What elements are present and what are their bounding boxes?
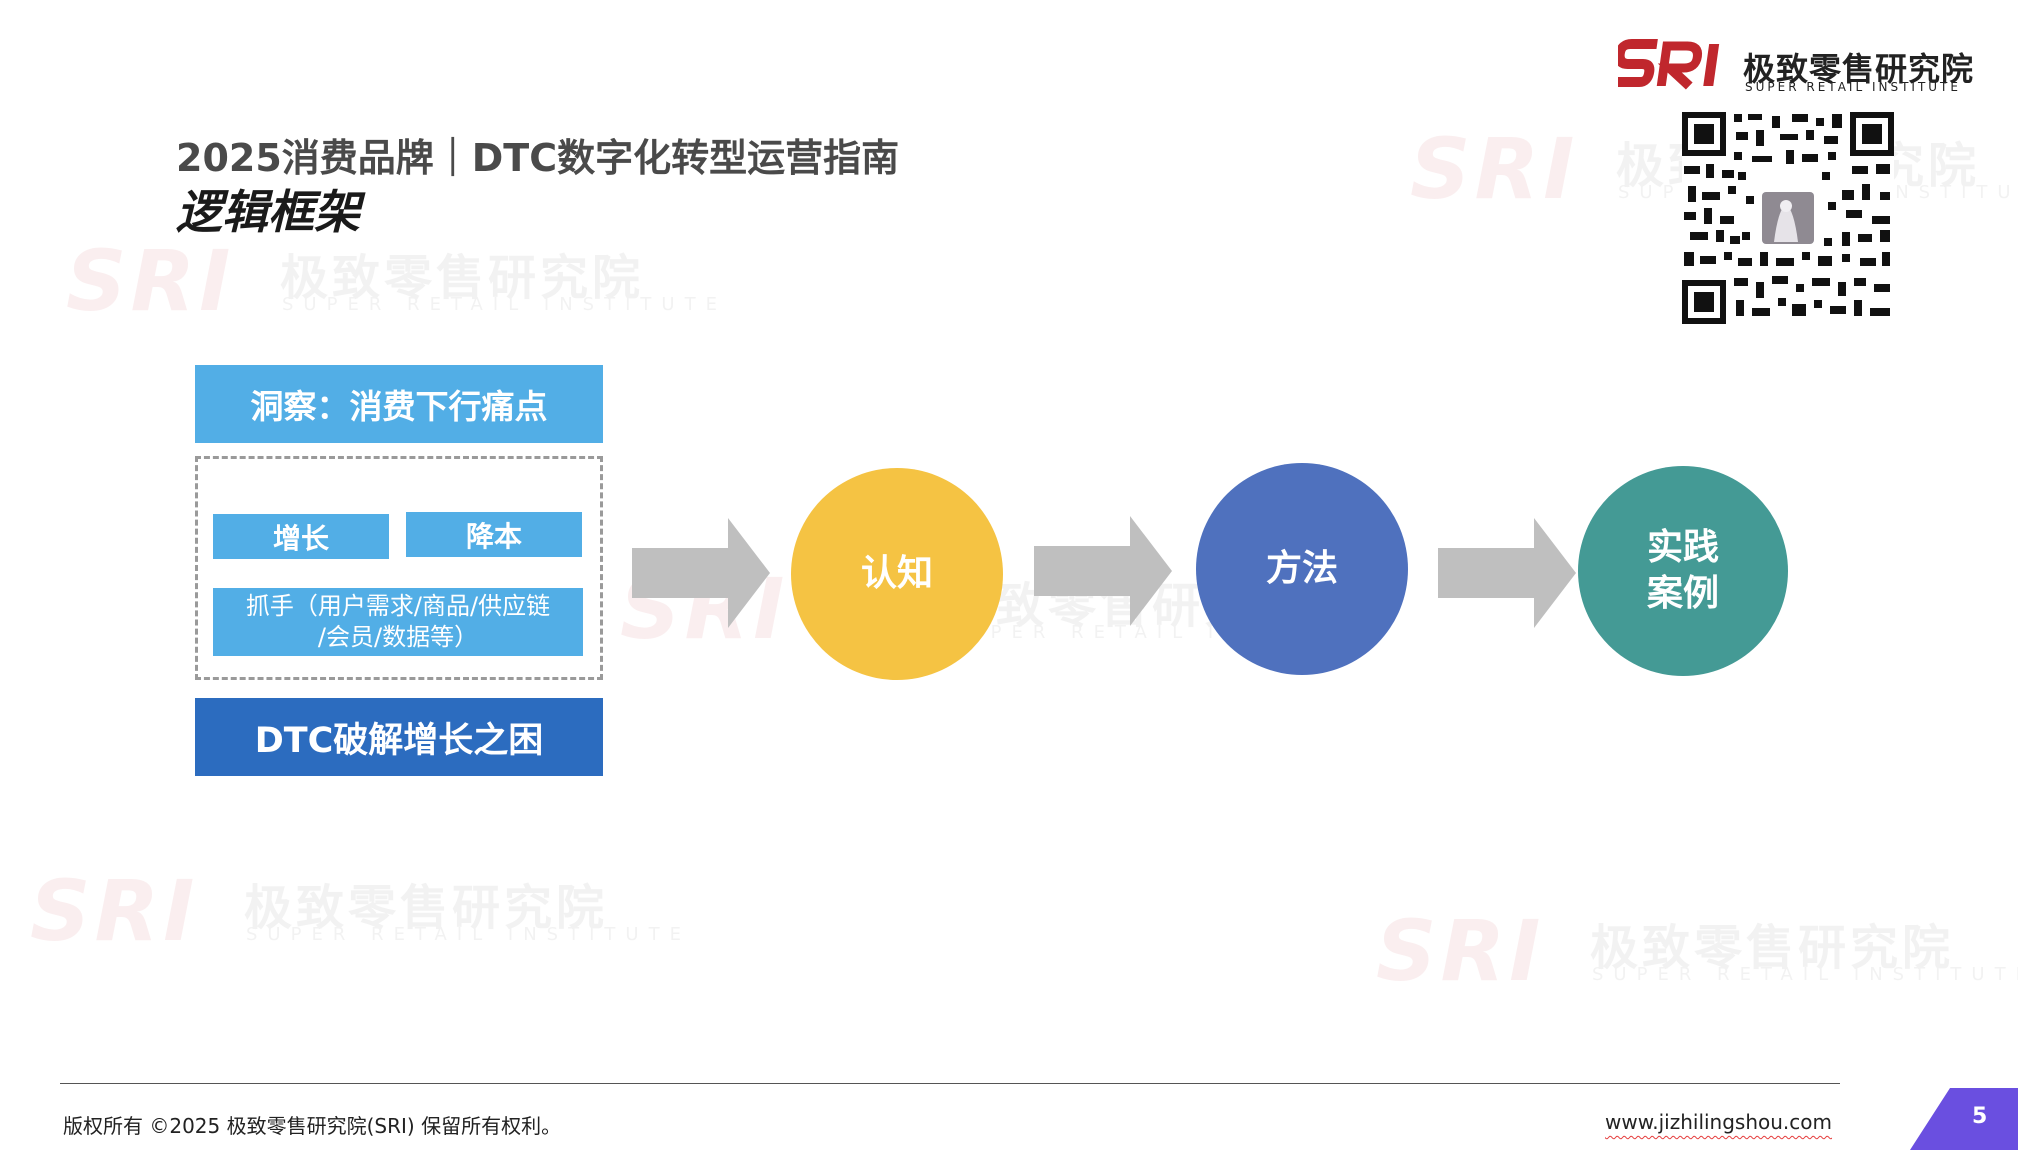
arrow-right-icon	[1034, 516, 1172, 626]
qr-code-icon	[1682, 112, 1894, 324]
watermark-cn: 极致零售研究院	[280, 250, 645, 306]
insight-box: 洞察：消费下行痛点	[195, 365, 603, 443]
watermark-en: SUPER RETAIL INSTITUTE	[1592, 964, 2018, 985]
arrow-right-icon	[632, 518, 770, 628]
copyright-text: 版权所有 ©2025 极致零售研究院(SRI) 保留所有权利。	[63, 1114, 562, 1138]
website-link[interactable]: www.jizhilingshou.com	[1605, 1110, 1833, 1134]
levers-box: 抓手（用户需求/商品/供应链 /会员/数据等）	[213, 588, 583, 656]
watermark-en: SUPER RETAIL INSTITUTE	[246, 924, 691, 945]
cognition-circle: 认知	[791, 468, 1003, 680]
arrow-right-icon	[1438, 518, 1576, 628]
levers-line-1: 抓手（用户需求/商品/供应链	[245, 592, 551, 620]
page-subtitle: 逻辑框架	[176, 185, 360, 239]
case-label-line-2: 案例	[1646, 573, 1719, 614]
watermark-logo: SRI	[30, 862, 199, 960]
footer-divider	[60, 1083, 1840, 1084]
watermark-cn: 极致零售研究院	[1590, 920, 1955, 976]
case-label-line-1: 实践	[1646, 527, 1719, 568]
page-title: 2025消费品牌｜DTC数字化转型运营指南	[176, 136, 900, 180]
watermark-logo: SRI	[1410, 120, 1579, 218]
sri-logo-icon	[1618, 39, 1720, 90]
growth-label: 增长	[272, 521, 329, 555]
method-label: 方法	[1265, 548, 1338, 589]
watermark-logo: SRI	[66, 232, 235, 330]
watermark-logo: SRI	[1376, 902, 1545, 1000]
cognition-label: 认知	[860, 553, 933, 594]
logo-en-text: SUPER RETAIL INSTITUTE	[1745, 80, 1961, 94]
cost-box: 降本	[406, 512, 582, 557]
case-circle: 实践 案例	[1578, 466, 1788, 676]
dtc-label: DTC破解增长之困	[254, 720, 544, 761]
page-number: 5	[1972, 1104, 1988, 1129]
insight-label: 洞察：消费下行痛点	[250, 387, 548, 426]
dtc-box: DTC破解增长之困	[195, 698, 603, 776]
page-tab-shape	[1910, 1088, 2018, 1150]
dashed-group	[195, 456, 603, 680]
watermark-en: SUPER RETAIL INSTITUTE	[282, 294, 727, 315]
cost-label: 降本	[465, 519, 522, 553]
levers-line-2: /会员/数据等）	[317, 623, 479, 651]
growth-box: 增长	[213, 514, 389, 559]
method-circle: 方法	[1196, 463, 1408, 675]
watermark-cn: 极致零售研究院	[244, 880, 609, 936]
logo-cn-text: 极致零售研究院	[1743, 50, 1975, 88]
